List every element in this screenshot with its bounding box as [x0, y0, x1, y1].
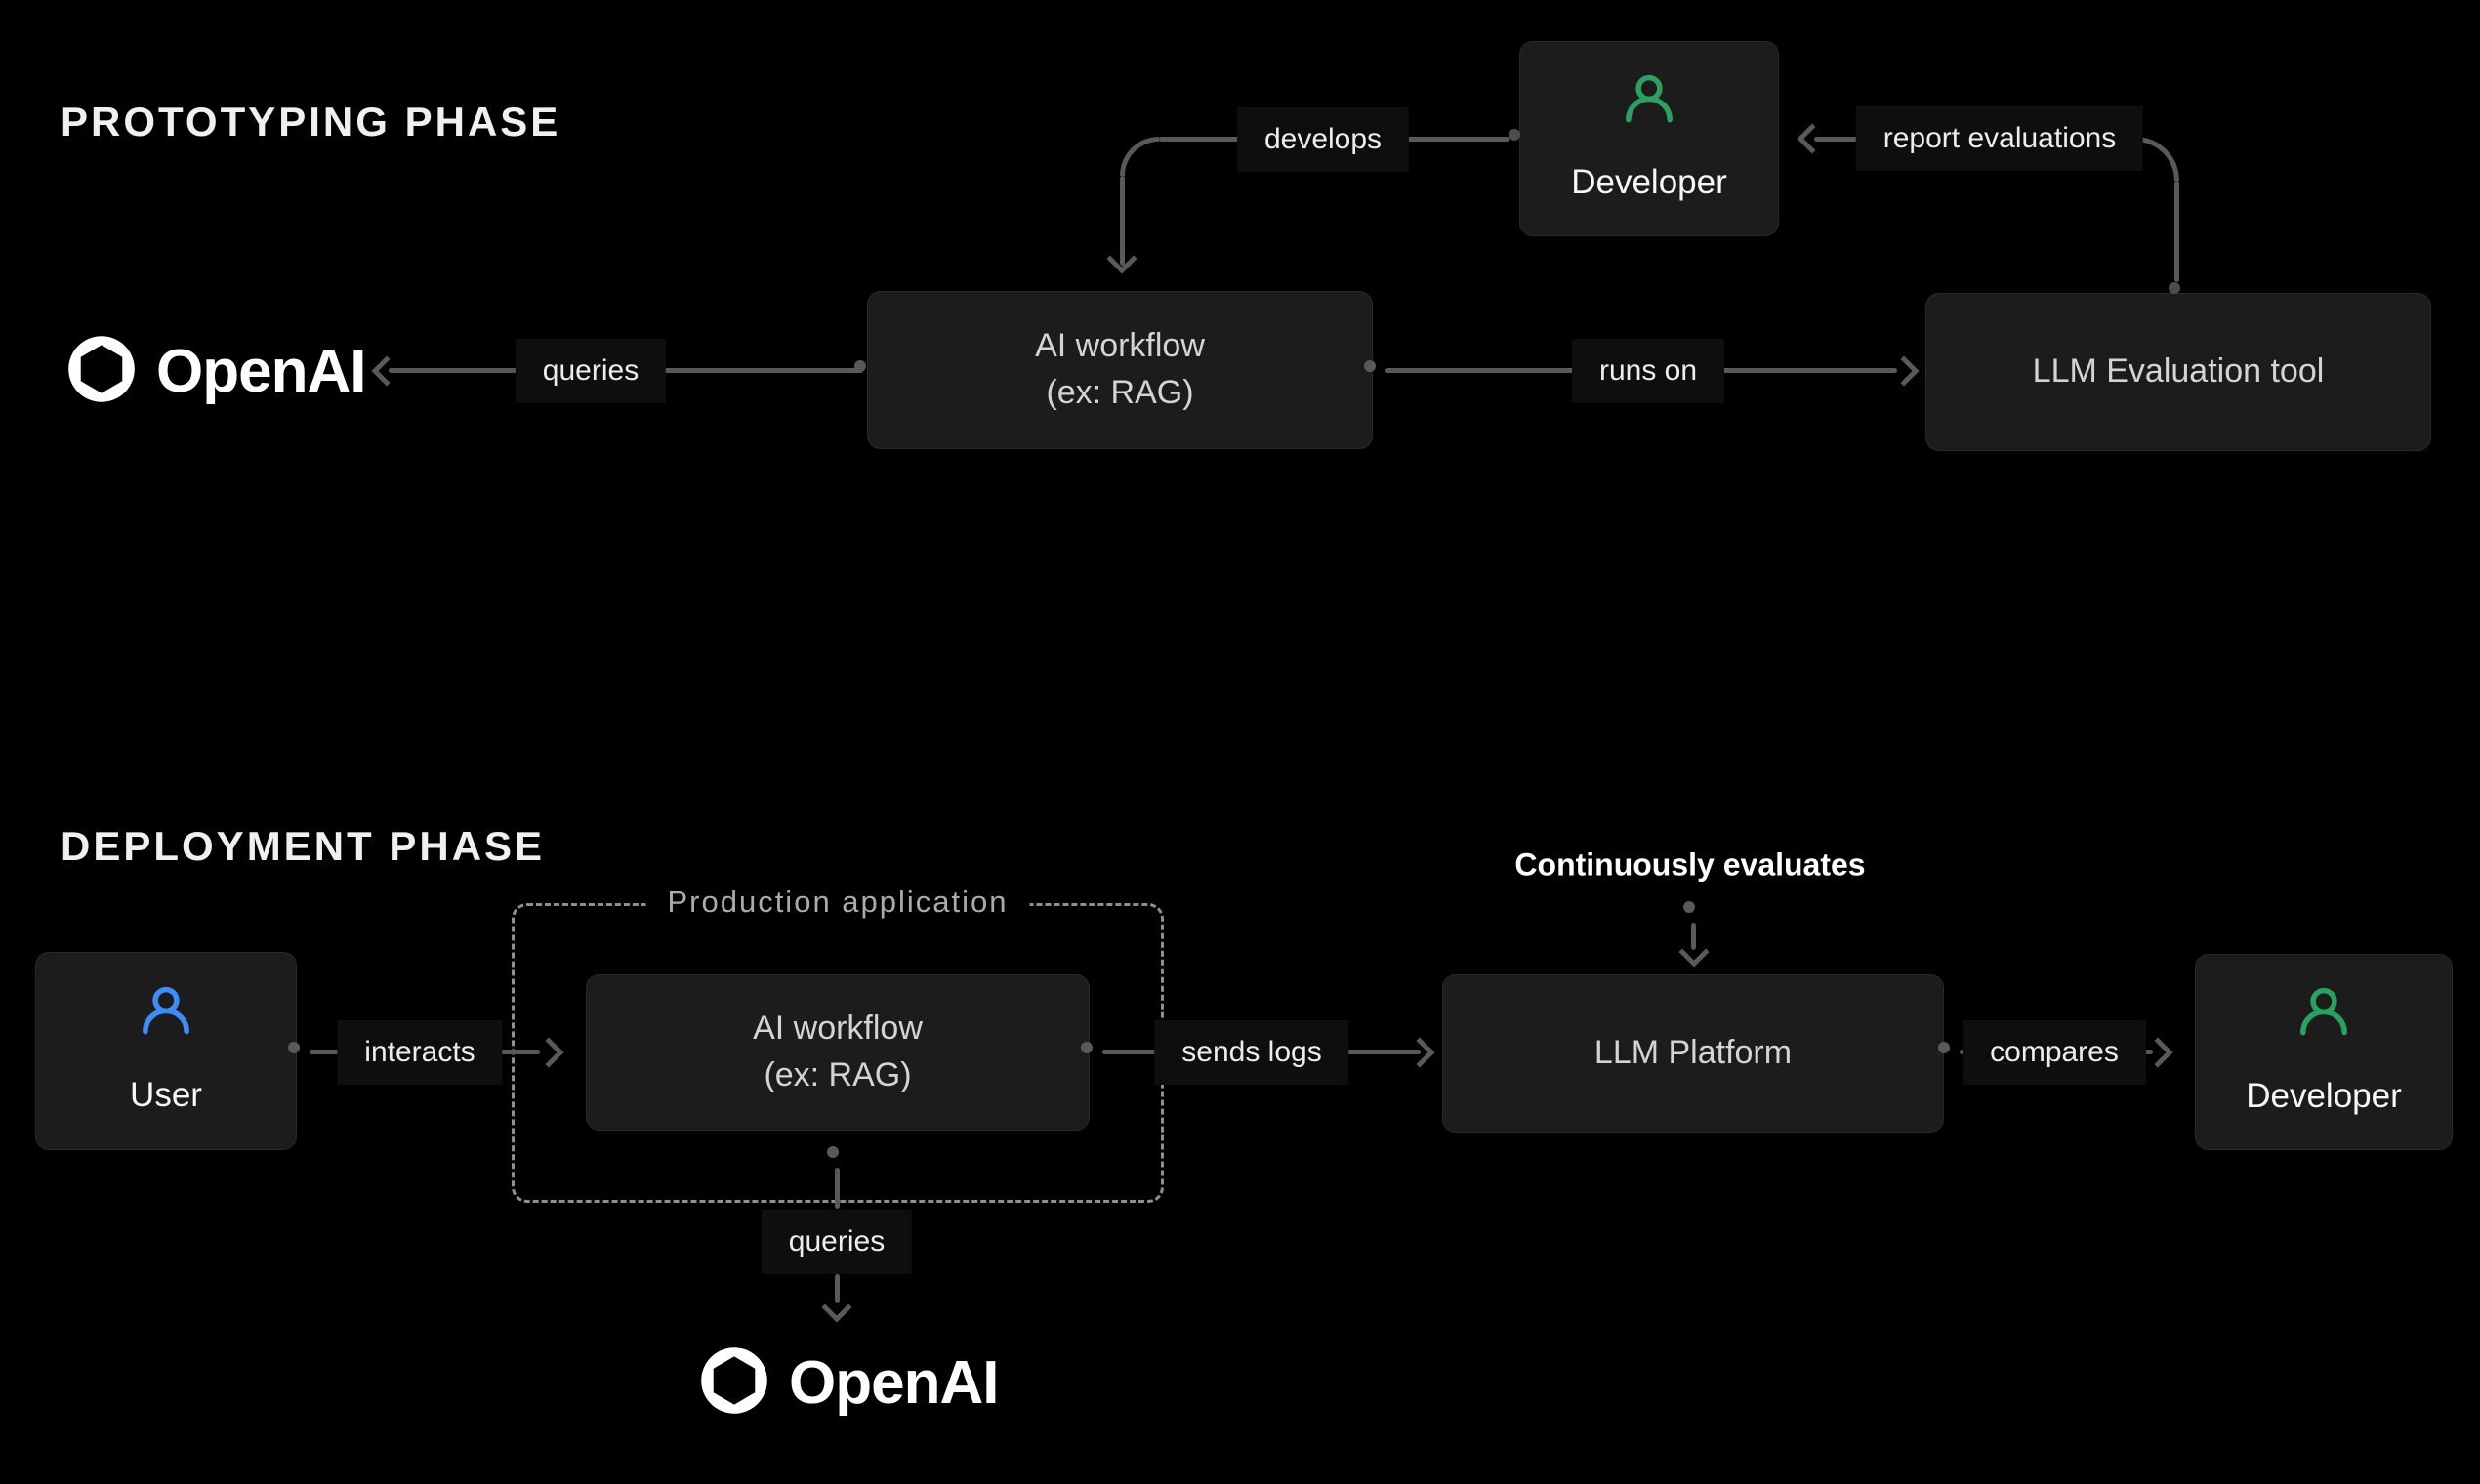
- connector-dot: [288, 1042, 300, 1053]
- developer-node-prototyping: Developer: [1519, 41, 1779, 236]
- user-node-label: User: [130, 1075, 202, 1114]
- arrowhead-right-icon: [1404, 1037, 1435, 1068]
- person-icon: [1621, 71, 1677, 142]
- connector-dot: [854, 360, 866, 372]
- edge-continuously-evaluates-line: [1691, 923, 1696, 950]
- developer-node-label: Developer: [2246, 1076, 2402, 1115]
- edge-report-evaluations-line: [2174, 181, 2179, 282]
- connector-dot: [1364, 360, 1376, 372]
- edge-develops-line: [1120, 176, 1125, 266]
- openai-wordmark: OpenAI: [156, 337, 366, 405]
- edge-develops-label: develops: [1236, 107, 1410, 172]
- connector-dot: [1509, 129, 1520, 141]
- ai-workflow-node-deployment: AI workflow (ex: RAG): [586, 974, 1090, 1131]
- llm-platform-label: LLM Platform: [1593, 1034, 1793, 1072]
- edge-queries-bottom-label: queries: [761, 1210, 913, 1274]
- ai-workflow-subtitle: (ex: RAG): [1046, 374, 1194, 411]
- edge-queries-label: queries: [515, 339, 667, 403]
- edge-continuously-evaluates-label: Continuously evaluates: [1514, 846, 1866, 883]
- ai-workflow-title: AI workflow: [1035, 327, 1205, 365]
- openai-flower-icon: [62, 330, 141, 413]
- ai-workflow-node-prototyping: AI workflow (ex: RAG): [867, 291, 1373, 449]
- developer-node-label: Developer: [1571, 163, 1727, 202]
- openai-flower-icon: [695, 1341, 773, 1424]
- openai-logo-deployment: OpenAI: [695, 1341, 999, 1424]
- prototyping-phase-title: PROTOTYPING PHASE: [61, 99, 561, 144]
- openai-logo-prototyping: OpenAI: [62, 330, 366, 413]
- ai-workflow-subtitle: (ex: RAG): [764, 1056, 912, 1093]
- person-icon: [138, 983, 194, 1053]
- edge-develops-elbow: [1120, 137, 1159, 176]
- user-node: User: [35, 952, 297, 1150]
- edge-report-evaluations-label: report evaluations: [1855, 106, 2144, 171]
- arrowhead-down-icon: [1678, 936, 1710, 968]
- edge-runs-on-label: runs on: [1571, 339, 1725, 403]
- llm-evaluation-tool-label: LLM Evaluation tool: [2032, 352, 2325, 391]
- edge-queries-bottom-line: [835, 1168, 840, 1209]
- person-icon: [2295, 984, 2352, 1054]
- llm-platform-node: LLM Platform: [1442, 974, 1944, 1133]
- edge-queries-bottom-line: [835, 1274, 840, 1303]
- connector-dot: [827, 1146, 839, 1158]
- arrowhead-right-icon: [1888, 355, 1920, 387]
- arrowhead-right-icon: [2142, 1037, 2173, 1068]
- developer-node-deployment: Developer: [2195, 954, 2453, 1150]
- edge-sends-logs-label: sends logs: [1154, 1020, 1349, 1085]
- ai-workflow-title: AI workflow: [753, 1010, 923, 1048]
- edge-interacts-label: interacts: [337, 1020, 503, 1085]
- arrowhead-down-icon: [821, 1292, 852, 1323]
- connector-dot: [1081, 1042, 1093, 1053]
- connector-dot: [1683, 901, 1695, 913]
- arrowhead-down-icon: [1106, 243, 1137, 274]
- production-application-title: Production application: [645, 885, 1030, 920]
- edge-compares-label: compares: [1963, 1020, 2146, 1085]
- openai-wordmark: OpenAI: [789, 1348, 999, 1417]
- connector-dot: [1938, 1042, 1950, 1053]
- deployment-phase-title: DEPLOYMENT PHASE: [61, 823, 546, 869]
- connector-dot: [2169, 282, 2180, 294]
- llm-evaluation-tool-node: LLM Evaluation tool: [1925, 293, 2431, 451]
